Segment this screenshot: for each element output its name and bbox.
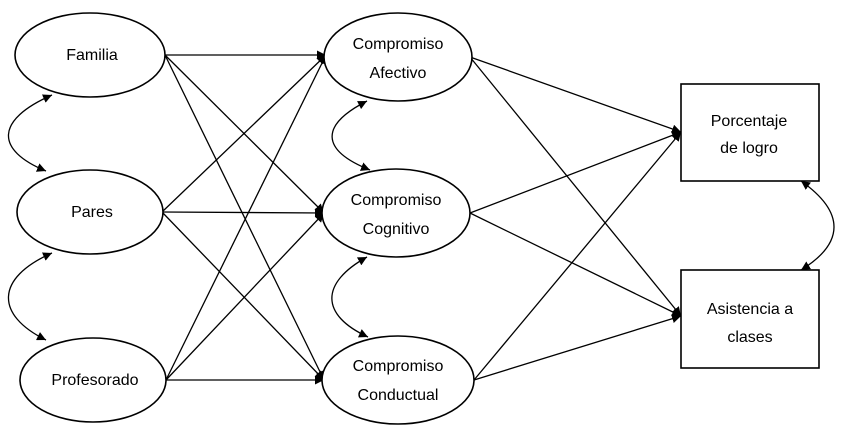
path-conductual-asistencia (473, 314, 682, 381)
node-porcentaje-logro: Porcentaje de logro (680, 83, 820, 182)
node-compromiso-conductual: Compromiso Conductual (321, 335, 475, 425)
node-familia: Familia (14, 12, 166, 98)
path-profesorado-cognitivo (165, 212, 325, 381)
path-familia-cognitivo (164, 54, 325, 214)
path-pares-cognitivo (161, 208, 325, 218)
node-logro-line1: Porcentaje (711, 113, 788, 130)
node-profesorado-label: Profesorado (51, 372, 138, 389)
node-logro-line2: de logro (720, 140, 778, 157)
corr-familia-pares (7, 94, 53, 172)
node-familia-label: Familia (66, 47, 118, 64)
path-afectivo-asistencia (469, 56, 682, 317)
correlations (7, 94, 835, 341)
node-conductual-line2: Conductual (358, 387, 439, 404)
corr-pares-profesorado (7, 252, 53, 341)
corr-cognitivo-conductual (331, 256, 369, 338)
node-asistencia-line2: clases (727, 329, 772, 346)
node-asistencia-line1: Asistencia a (707, 301, 793, 318)
node-asistencia-clases: Asistencia a clases (680, 269, 820, 369)
paths-engagement-to-outcomes (469, 56, 682, 381)
node-pares: Pares (16, 169, 164, 255)
node-conductual-line1: Compromiso (353, 358, 444, 375)
path-profesorado-afectivo (165, 54, 327, 381)
node-compromiso-cognitivo: Compromiso Cognitivo (321, 168, 471, 258)
node-profesorado: Profesorado (19, 337, 167, 423)
node-afectivo-line2: Afectivo (370, 65, 427, 82)
path-cognitivo-asistencia (469, 212, 682, 317)
node-afectivo-line1: Compromiso (353, 36, 444, 53)
path-cognitivo-logro (469, 131, 682, 214)
corr-afectivo-cognitivo (331, 100, 371, 171)
node-cognitivo-line1: Compromiso (351, 192, 442, 209)
path-pares-conductual (161, 211, 325, 381)
path-pares-afectivo (161, 54, 327, 213)
path-afectivo-logro (469, 56, 682, 134)
paths-predictors-to-engagement (161, 50, 327, 385)
corr-logro-asistencia (800, 180, 835, 271)
path-familia-conductual (164, 54, 325, 381)
node-pares-label: Pares (71, 204, 113, 221)
node-compromiso-afectivo: Compromiso Afectivo (323, 12, 473, 102)
node-cognitivo-line2: Cognitivo (363, 221, 430, 238)
path-conductual-logro (473, 131, 682, 381)
